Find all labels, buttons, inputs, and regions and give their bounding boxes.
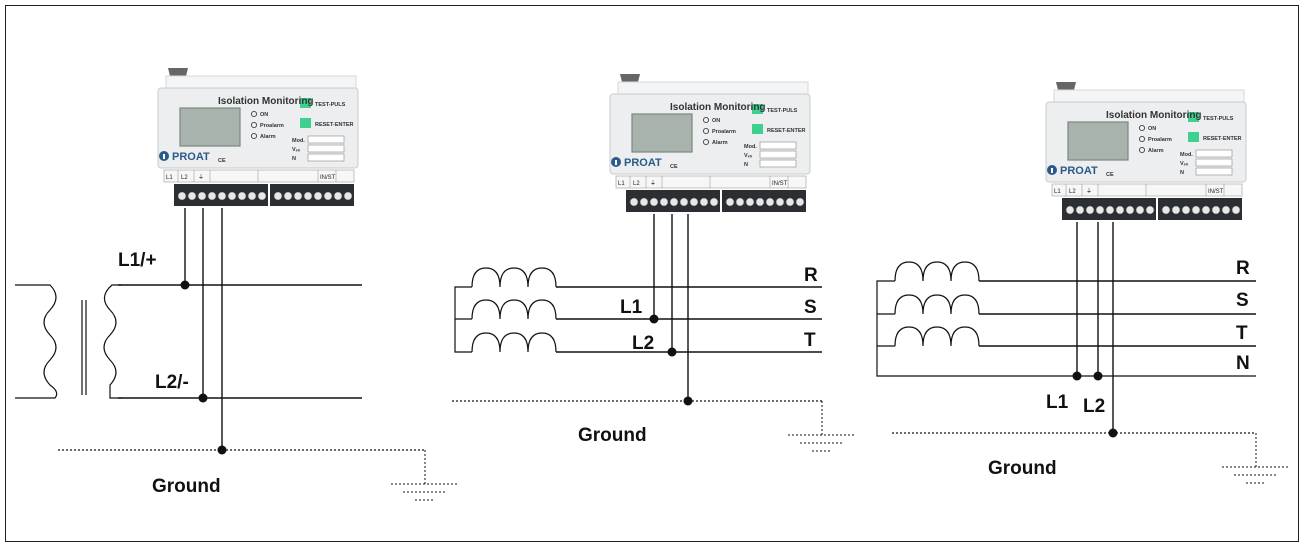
phase-r-label-3: R xyxy=(1236,258,1250,279)
svg-text:Alarm: Alarm xyxy=(1148,148,1164,154)
svg-text:CE: CE xyxy=(1106,172,1114,178)
coil-icon-3 xyxy=(894,261,980,347)
neutral-label-3: N xyxy=(1236,353,1250,374)
svg-text:IN/ST: IN/ST xyxy=(320,175,336,181)
device-1: Isolation Monitoring ON Proalarm Alarm T… xyxy=(157,67,359,207)
svg-text:CE: CE xyxy=(670,164,678,170)
svg-text:N: N xyxy=(292,156,296,162)
svg-text:L2: L2 xyxy=(1069,189,1076,195)
svg-text:L1: L1 xyxy=(618,181,625,187)
svg-text:L2: L2 xyxy=(633,181,640,187)
diagram-3: Isolation Monitoring ON Proalarm Alarm T… xyxy=(876,81,1291,484)
l2-label-3: L2 xyxy=(1083,396,1105,417)
svg-text:Proalarm: Proalarm xyxy=(260,123,284,129)
l1-plus-label: L1/+ xyxy=(118,250,157,271)
svg-text:TEST-PULS: TEST-PULS xyxy=(767,108,798,114)
svg-text:N: N xyxy=(1180,170,1184,176)
svg-text:Mod.: Mod. xyxy=(1180,152,1193,158)
transformer-icon xyxy=(15,284,122,399)
svg-text:⏚: ⏚ xyxy=(650,180,656,187)
svg-text:TEST-PULS: TEST-PULS xyxy=(315,102,346,108)
diagram-1: Isolation Monitoring ON Proalarm Alarm T… xyxy=(15,67,460,501)
svg-text:Proalarm: Proalarm xyxy=(1148,137,1172,143)
phase-r-label: R xyxy=(804,265,818,286)
svg-text:L2: L2 xyxy=(181,175,188,181)
phase-t-label-3: T xyxy=(1236,323,1248,344)
device-3: Isolation Monitoring ON Proalarm Alarm T… xyxy=(1045,81,1247,221)
svg-text:⏚: ⏚ xyxy=(198,174,204,181)
l2-minus-label: L2/- xyxy=(155,372,189,393)
svg-text:ON: ON xyxy=(712,118,720,124)
svg-text:RESET-ENTER: RESET-ENTER xyxy=(315,122,354,128)
svg-text:ON: ON xyxy=(1148,126,1156,132)
diagram-frame xyxy=(5,5,1299,542)
svg-text:L1: L1 xyxy=(1054,189,1061,195)
ground-label-3: Ground xyxy=(988,458,1057,479)
device-2-title: Isolation Monitoring xyxy=(670,102,766,113)
svg-text:TEST-PULS: TEST-PULS xyxy=(1203,116,1234,122)
device-2-brand: PROAT xyxy=(624,157,662,169)
phase-s-label: S xyxy=(804,297,817,318)
phase-s-label-3: S xyxy=(1236,290,1249,311)
ground-symbol-icon xyxy=(390,449,460,501)
device-2: Isolation Monitoring ON Proalarm Alarm T… xyxy=(609,73,811,213)
svg-text:Vₛₒ: Vₛₒ xyxy=(292,147,301,153)
device-1-title: Isolation Monitoring xyxy=(218,96,314,107)
device-3-brand: PROAT xyxy=(1060,165,1098,177)
svg-text:Mod.: Mod. xyxy=(744,144,757,150)
svg-text:N: N xyxy=(744,162,748,168)
svg-text:Mod.: Mod. xyxy=(292,138,305,144)
l1-label-2: L1 xyxy=(620,297,643,318)
svg-text:Alarm: Alarm xyxy=(260,134,276,140)
svg-text:⏚: ⏚ xyxy=(1086,188,1092,195)
coil-icon xyxy=(471,267,557,353)
svg-text:Vₛₒ: Vₛₒ xyxy=(1180,161,1189,167)
svg-text:L1: L1 xyxy=(166,175,173,181)
diagram-2: Isolation Monitoring ON Proalarm Alarm T… xyxy=(452,73,857,452)
ground-label-1: Ground xyxy=(152,476,221,497)
svg-text:RESET-ENTER: RESET-ENTER xyxy=(1203,136,1242,142)
svg-text:Alarm: Alarm xyxy=(712,140,728,146)
device-3-title: Isolation Monitoring xyxy=(1106,110,1202,121)
ground-label-2: Ground xyxy=(578,425,647,446)
svg-text:Vₛₒ: Vₛₒ xyxy=(744,153,753,159)
l1-label-3: L1 xyxy=(1046,392,1069,413)
svg-text:Proalarm: Proalarm xyxy=(712,129,736,135)
svg-text:IN/ST: IN/ST xyxy=(772,181,788,187)
device-1-brand: PROAT xyxy=(172,151,210,163)
svg-text:RESET-ENTER: RESET-ENTER xyxy=(767,128,806,134)
svg-text:IN/ST: IN/ST xyxy=(1208,189,1224,195)
svg-text:CE: CE xyxy=(218,158,226,164)
phase-t-label: T xyxy=(804,330,816,351)
svg-text:ON: ON xyxy=(260,112,268,118)
l2-label-2: L2 xyxy=(632,333,654,354)
ground-symbol-icon-3 xyxy=(1221,432,1291,484)
ground-symbol-icon-2 xyxy=(787,400,857,452)
